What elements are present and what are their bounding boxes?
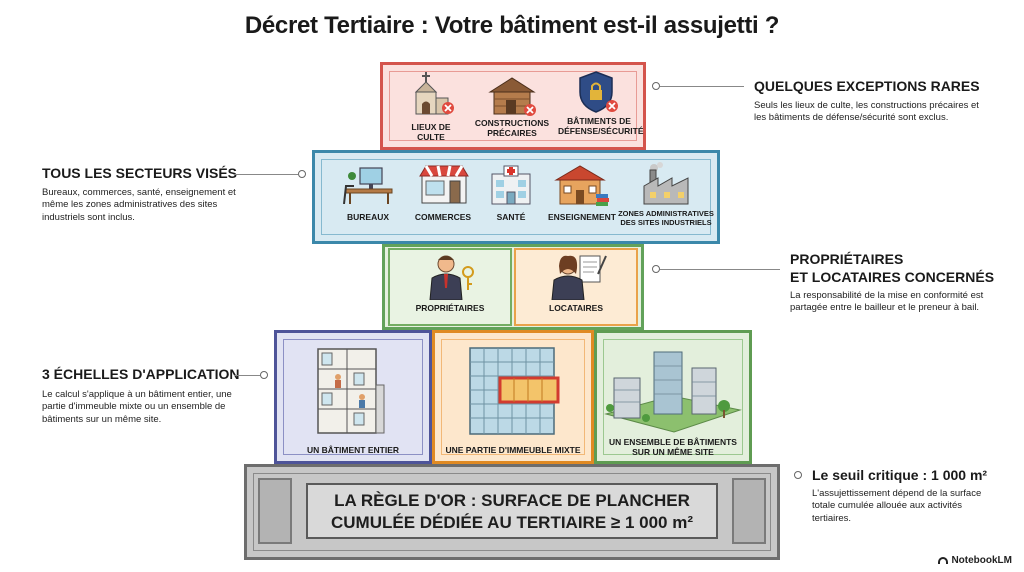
exceptions-title: QUELQUES EXCEPTIONS RARES [754,78,980,94]
owner-key-icon [429,255,474,300]
building-group-icon [604,351,742,433]
base-pillar-right [732,478,766,544]
mixed-building-label: UNE PARTIE D'IMMEUBLE MIXTE [445,445,581,455]
threshold-connector-dot [794,471,802,479]
threshold-text: L'assujettissement dépend de la surface … [812,488,982,524]
exception-precarious-label: CONSTRUCTIONS PRÉCAIRES [474,118,550,138]
office-desk-icon [343,167,393,204]
sectors-connector [234,174,298,175]
tenant-label: LOCATAIRES [549,303,603,313]
mixed-building-icon [469,347,560,435]
sector-education-label: ENSEIGNEMENT [547,212,616,222]
exceptions-connector [660,86,744,87]
sector-offices-label: BUREAUX [346,212,390,222]
school-icon [554,165,609,206]
shop-icon [419,165,469,204]
owners-text: La responsabilité de la mise en conformi… [790,290,984,314]
sector-industrial-label: ZONES ADMINISTRATIVES DES SITES INDUSTRI… [618,209,714,227]
page-title: Décret Tertiaire : Votre bâtiment est-il… [244,12,780,39]
exception-church-label: LIEUX DE CULTE [411,122,451,142]
factory-icon [643,162,689,205]
owners-title-line2: ET LOCATAIRES CONCERNÉS [790,268,995,285]
building-group-text: UN ENSEMBLE DE BÂTIMENTS SUR UN MÊME SIT… [609,437,737,457]
defense-shield-icon [579,71,618,113]
whole-building-label: UN BÂTIMENT ENTIER [306,445,400,455]
sectors-text: Bureaux, commerces, santé, enseignement … [42,187,236,223]
sector-shops-label: COMMERCES [414,212,472,222]
base-pillar-left [258,478,292,544]
tenant-contract-icon [551,255,607,300]
golden-rule-panel: LA RÈGLE D'OR : SURFACE DE PLANCHER CUMU… [306,483,718,539]
scales-connector-dot [260,371,268,379]
sectors-title: TOUS LES SECTEURS VISÉS [42,165,238,181]
owner-label: PROPRIÉTAIRES [415,303,485,313]
logo-text: NotebookLM [951,555,1012,566]
church-icon [414,72,454,115]
sectors-connector-dot [298,170,306,178]
scales-text: Le calcul s'applique à un bâtiment entie… [42,389,232,425]
owners-connector-dot [652,265,660,273]
exceptions-text: Seuls les lieux de culte, les constructi… [754,100,979,124]
owners-title-line1: PROPRIÉTAIRES [790,251,904,267]
exceptions-connector-dot [652,82,660,90]
owners-title: PROPRIÉTAIRES ET LOCATAIRES CONCERNÉS [790,251,1014,286]
hospital-icon [491,165,531,205]
scales-title: 3 ÉCHELLES D'APPLICATION [42,366,240,382]
sector-health-label: SANTÉ [496,212,526,222]
building-group-label: UN ENSEMBLE DE BÂTIMENTS SUR UN MÊME SIT… [600,437,746,458]
golden-rule-line2: CUMULÉE DÉDIÉE AU TERTIAIRE ≥ 1 000 m² [331,513,693,533]
shack-icon [488,77,536,116]
whole-building-icon [317,348,385,434]
scales-connector [234,375,260,376]
threshold-title: Le seuil critique : 1 000 m² [812,467,988,483]
notebooklm-logo: NotebookLM [938,555,1012,566]
exception-defense-label: BÂTIMENTS DE DÉFENSE/SÉCURITÉ [558,116,644,136]
golden-rule-line1: LA RÈGLE D'OR : SURFACE DE PLANCHER [334,491,690,510]
owners-connector [660,269,780,270]
logo-mark-icon [938,556,949,564]
